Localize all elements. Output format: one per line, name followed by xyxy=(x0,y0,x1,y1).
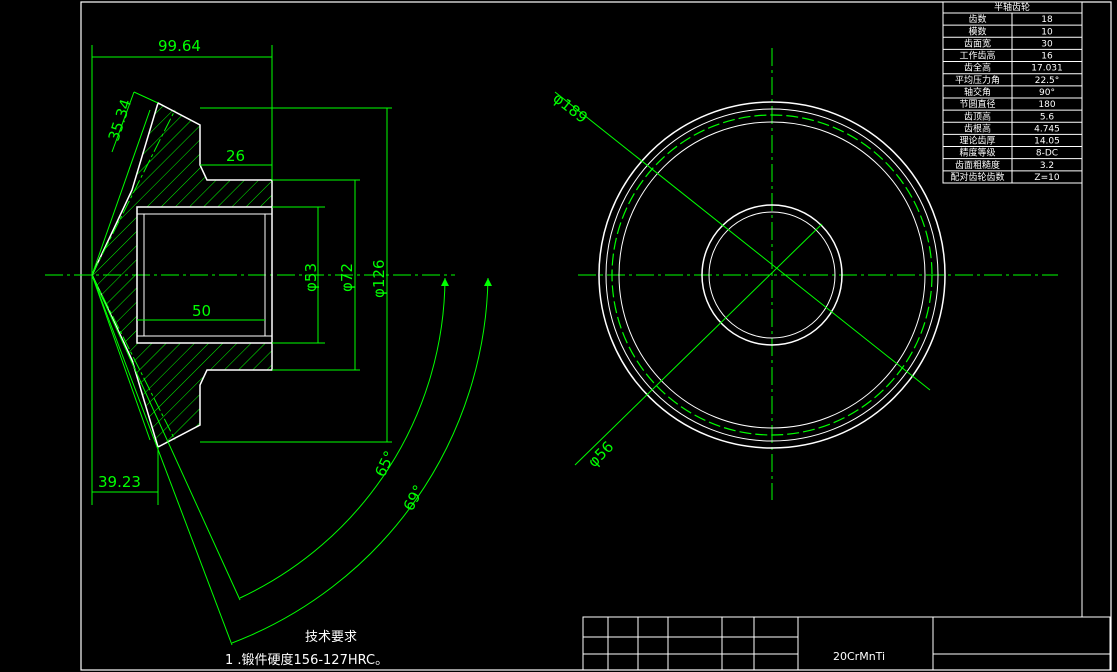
table-row-label: 齿面宽 xyxy=(964,37,991,49)
table-row-label: 齿全高 xyxy=(964,62,991,74)
table-row-value: 10 xyxy=(1041,27,1053,37)
outer-circle xyxy=(598,101,946,449)
dim-top-width: 99.64 xyxy=(158,37,201,55)
table-row-label: 齿根高 xyxy=(964,122,991,134)
angle-arc-65 xyxy=(239,277,446,599)
table-row-value: 5.6 xyxy=(1040,112,1055,122)
dim-outer-dia: φ126 xyxy=(370,259,388,298)
table-row-label: 齿面粗糙度 xyxy=(955,159,1000,171)
table-row-label: 精度等级 xyxy=(959,147,995,159)
cone-ray-1 xyxy=(91,274,151,441)
table-row-label: 齿数 xyxy=(968,13,986,25)
table-row-value: 90° xyxy=(1039,88,1055,98)
section-hatch-lower xyxy=(92,275,272,447)
dim-line-slant xyxy=(111,91,135,153)
table-row-label: 配对齿轮齿数 xyxy=(950,171,1004,183)
arrow-65-top xyxy=(441,278,449,286)
pitch-circle xyxy=(611,114,933,436)
table-row-value: Z=10 xyxy=(1034,173,1059,183)
table-row-value: 180 xyxy=(1038,100,1055,110)
table-row-value: 17.031 xyxy=(1031,64,1063,74)
table-row-label: 理论齿厚 xyxy=(959,135,995,147)
section-view: 99.64 35.34 26 50 39.23 φ53 φ72 φ126 xyxy=(45,37,492,646)
table-row-label: 齿顶高 xyxy=(964,110,991,122)
dim-slant: 35.34 xyxy=(105,97,135,143)
table-row-value: 22.5° xyxy=(1035,76,1060,86)
table-row-label: 轴交角 xyxy=(964,86,991,98)
dim-bottom-width: 39.23 xyxy=(98,473,141,491)
dim-view-inner: φ56 xyxy=(584,438,617,471)
table-row-label: 工作齿高 xyxy=(959,50,995,62)
table-row-value: 3.2 xyxy=(1040,161,1054,171)
title-block-frame xyxy=(582,616,1111,671)
section-outline-upper xyxy=(91,101,273,276)
params-table-rows: 齿数 18 模数 10 齿面宽 30 工作齿高 16 齿全高 17.031 平均压力角 22.5° 轴交… xyxy=(943,13,1082,183)
tech-req-item-1: 1 .锻件硬度156-127HRC。 xyxy=(225,652,388,668)
table-row-value: 8-DC xyxy=(1036,149,1058,159)
title-block: 20CrMnTi xyxy=(582,616,1111,671)
dim-angle-a: 65° xyxy=(371,448,399,480)
tip-circle xyxy=(605,108,939,442)
dia-line-outer xyxy=(554,91,931,391)
dim-bore-length: 50 xyxy=(192,302,211,320)
params-table: 半轴齿轮 齿数 18 模数 10 齿面宽 30 工作齿高 16 齿全高 17.031 平均压力角 22… xyxy=(942,1,1083,184)
table-row-value: 14.05 xyxy=(1034,137,1060,147)
root-circle xyxy=(618,121,926,429)
table-row-value: 30 xyxy=(1041,39,1053,49)
dim-view-outer: φ189 xyxy=(550,89,591,127)
table-row-label: 平均压力角 xyxy=(955,74,1000,86)
cone-ray-2 xyxy=(91,109,151,276)
angle-ray-b xyxy=(91,274,233,646)
table-row-label: 节圆直径 xyxy=(959,98,995,110)
dim-bore-dia: φ53 xyxy=(302,263,320,292)
table-row-value: 16 xyxy=(1041,52,1053,62)
table-row-label: 模数 xyxy=(968,25,986,37)
pitch-cone-upper xyxy=(91,109,176,276)
dim-hub-dia: φ72 xyxy=(338,263,356,292)
tech-req-title: 技术要求 xyxy=(305,630,357,645)
dim-hub-width: 26 xyxy=(226,147,245,165)
table-row-value: 4.745 xyxy=(1034,124,1060,134)
angle-ray-a xyxy=(91,274,241,601)
ext-slant-1 xyxy=(133,91,159,104)
table-row-value: 18 xyxy=(1041,15,1053,25)
params-table-title: 半轴齿轮 xyxy=(994,1,1030,13)
pitch-cone-lower xyxy=(91,274,176,441)
dim-angle-b: 69° xyxy=(400,482,428,514)
dia-line-inner xyxy=(574,223,823,466)
section-outline-lower xyxy=(91,274,273,449)
arrow-69-top xyxy=(484,278,492,286)
hub-circle xyxy=(701,204,843,346)
angle-arc-69 xyxy=(231,277,489,644)
section-bore xyxy=(136,206,273,344)
title-block-material: 20CrMnTi xyxy=(833,650,885,663)
bore-circle xyxy=(708,211,836,339)
